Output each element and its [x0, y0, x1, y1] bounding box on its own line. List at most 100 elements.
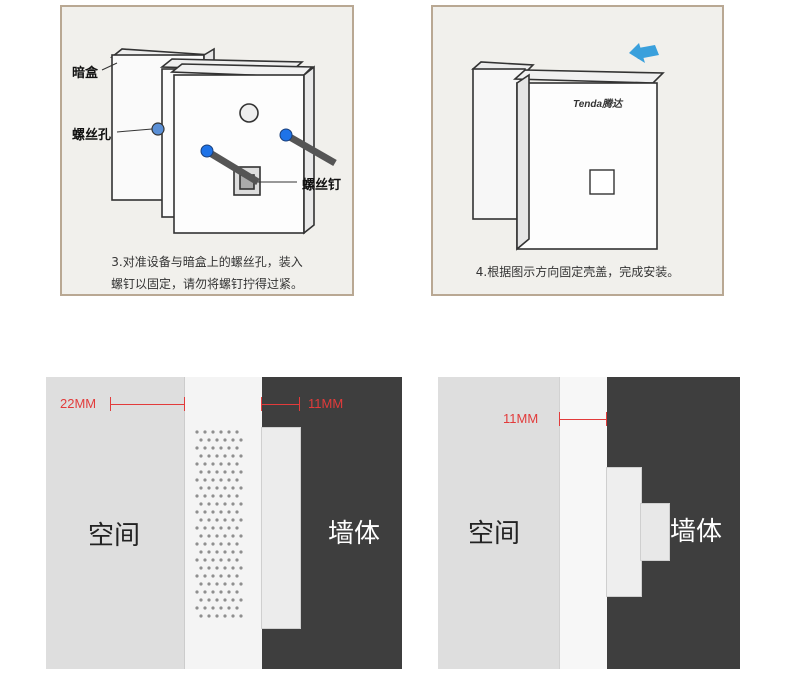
arrow-left-icon [629, 43, 659, 63]
vent-hole [199, 502, 202, 505]
vent-hole [199, 518, 202, 521]
vent-hole [219, 590, 222, 593]
vent-hole [239, 470, 242, 473]
device-block [606, 467, 642, 597]
vent-hole [211, 574, 214, 577]
screw-label: 螺丝钉 [302, 174, 341, 193]
dim-line [110, 404, 184, 405]
vent-hole [227, 446, 230, 449]
dim-tick [606, 412, 607, 426]
vent-hole [199, 454, 202, 457]
vent-hole [235, 574, 238, 577]
screw-hole-label: 螺丝孔 [72, 124, 111, 143]
vent-hole [219, 526, 222, 529]
vent-hole [235, 510, 238, 513]
vent-hole [223, 518, 226, 521]
vent-hole [195, 494, 198, 497]
vent-hole [207, 438, 210, 441]
vent-hole [207, 550, 210, 553]
vent-hole [215, 534, 218, 537]
vent-hole [215, 438, 218, 441]
vent-hole [223, 502, 226, 505]
vent-hole [227, 494, 230, 497]
vent-hole [211, 462, 214, 465]
vent-hole [195, 606, 198, 609]
vent-hole [239, 518, 242, 521]
vent-hole [231, 566, 234, 569]
vent-hole [211, 430, 214, 433]
vent-hole [195, 590, 198, 593]
vent-hole [195, 574, 198, 577]
device-stub [640, 503, 670, 561]
vent-hole [239, 534, 242, 537]
vent-hole [215, 614, 218, 617]
vent-hole [223, 550, 226, 553]
vent-hole [223, 454, 226, 457]
vent-hole [207, 582, 210, 585]
vent-hole [219, 478, 222, 481]
vent-hole [203, 510, 206, 513]
vent-hole [207, 566, 210, 569]
vent-hole [215, 598, 218, 601]
vent-hole [227, 430, 230, 433]
vent-hole [239, 454, 242, 457]
vent-hole [227, 462, 230, 465]
vent-hole [199, 534, 202, 537]
vent-hole [235, 542, 238, 545]
vent-hole [223, 614, 226, 617]
vent-hole [195, 446, 198, 449]
vent-hole [223, 486, 226, 489]
vent-hole [231, 518, 234, 521]
vent-hole [239, 582, 242, 585]
vent-hole [199, 486, 202, 489]
vent-hole [199, 566, 202, 569]
vent-hole [223, 598, 226, 601]
led-window [590, 170, 614, 194]
vent-hole [207, 614, 210, 617]
vent-hole [195, 558, 198, 561]
vent-hole [211, 542, 214, 545]
step4-caption: 4.根据图示方向固定壳盖，完成安装。 [433, 263, 722, 282]
vent-hole [215, 486, 218, 489]
vent-hole [203, 430, 206, 433]
dim-line [559, 419, 606, 420]
vent-hole [235, 606, 238, 609]
vent-hole [207, 470, 210, 473]
dim-space-label: 11MM [503, 411, 538, 426]
vent-hole [235, 526, 238, 529]
vent-hole [235, 478, 238, 481]
vent-hole [239, 438, 242, 441]
vent-hole [219, 462, 222, 465]
space-label: 空间 [468, 513, 520, 550]
vent-hole [219, 574, 222, 577]
vent-hole [203, 590, 206, 593]
step4-panel: Tenda腾达 4.根据图示方向固定壳盖，完成安装。 [431, 5, 724, 296]
vent-hole [207, 454, 210, 457]
vent-hole [239, 502, 242, 505]
screw-hole [152, 123, 164, 135]
vent-hole [199, 550, 202, 553]
vent-hole [231, 582, 234, 585]
space-label: 空间 [88, 515, 140, 552]
vent-hole [211, 478, 214, 481]
device-body: // dots drawn below by script [184, 377, 262, 669]
dim-space-label: 22MM [60, 396, 96, 411]
vent-hole [227, 574, 230, 577]
vent-hole [239, 614, 242, 617]
side-view-right: 11MM 空间 墙体 [438, 377, 740, 669]
vent-hole [231, 534, 234, 537]
vent-hole [211, 510, 214, 513]
vent-hole [211, 526, 214, 529]
vent-hole [227, 606, 230, 609]
wall-label: 墙体 [328, 513, 380, 550]
vent-hole [215, 566, 218, 569]
vent-hole [203, 606, 206, 609]
vent-hole [235, 494, 238, 497]
vent-hole [239, 550, 242, 553]
vent-hole [219, 510, 222, 513]
vent-hole [231, 470, 234, 473]
vent-hole [231, 486, 234, 489]
vent-hole [219, 430, 222, 433]
vent-hole [235, 430, 238, 433]
vent-hole [203, 542, 206, 545]
